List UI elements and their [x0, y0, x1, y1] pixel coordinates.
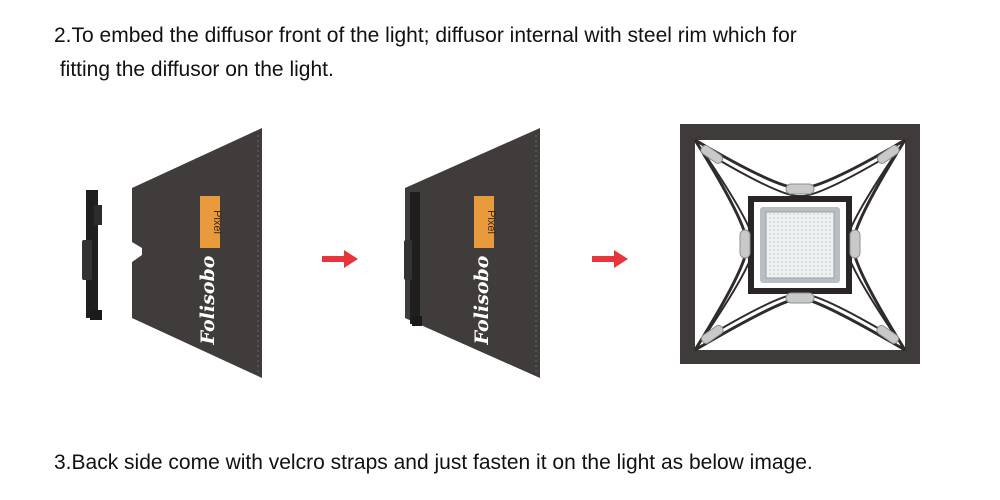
pixel-badge-label: Pixel	[485, 210, 497, 234]
step-3-instruction: 3.Back side come with velcro straps and …	[54, 451, 813, 474]
folisobo-logo: Folisobo	[471, 255, 493, 345]
led-panel-light	[760, 207, 840, 283]
step-2-instruction: 2.To embed the diffusor front of the lig…	[54, 24, 797, 81]
velcro-strap-clips	[700, 144, 900, 344]
pixel-badge	[474, 196, 494, 248]
pixel-badge	[200, 196, 220, 248]
arrow-right-icon	[592, 250, 628, 268]
softbox-with-light-side-view: Pixel Folisobo	[404, 128, 540, 378]
softbox-back-view	[680, 124, 920, 364]
light-side-view-1	[82, 190, 102, 320]
arrow-right-icon	[322, 250, 358, 268]
pixel-badge-label: Pixel	[211, 210, 223, 234]
folisobo-logo: Folisobo	[197, 255, 219, 345]
softbox-side-view-1: Pixel Folisobo	[132, 128, 262, 378]
